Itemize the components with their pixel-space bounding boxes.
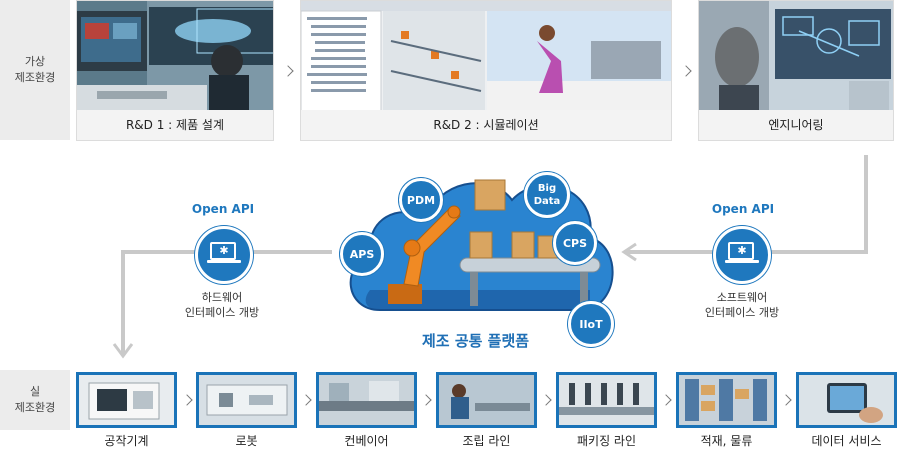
top-panel-engineering: 엔지니어링 <box>698 0 894 141</box>
pdm-badge: PDM <box>399 178 443 222</box>
bottom-item-packaging-line-label: 패키징 라인 <box>576 434 636 448</box>
engineer-cad-workstation-photo <box>77 1 273 113</box>
top-panel-simulation: R&D 2 : 시뮬레이션 <box>300 0 672 141</box>
robot-cell-photo <box>199 375 294 425</box>
laptop-gear-icon: ✱ <box>195 226 253 284</box>
top-panel-simulation-label: R&D 2 : 시뮬레이션 <box>301 110 671 140</box>
bottom-item-warehouse <box>676 372 777 428</box>
bottom-item-data-service <box>796 372 897 428</box>
real-row-label: 실 제조환경 <box>0 370 70 430</box>
bottom-item-assembly-line <box>436 372 537 428</box>
bottom-item-robot <box>196 372 297 428</box>
virtual-row-label-line2: 제조환경 <box>14 71 56 84</box>
real-row-label-line2: 제조환경 <box>14 401 56 414</box>
hardware-desc-line2: 인터페이스 개방 <box>184 306 260 319</box>
hardware-open-api-title: Open API <box>191 202 255 216</box>
bottom-item-assembly-line-label: 조립 라인 <box>462 434 511 448</box>
real-row-label-line1: 실 <box>29 385 41 398</box>
software-desc-line1: 소프트웨어 <box>716 291 768 304</box>
software-interface-desc: 소프트웨어 인터페이스 개방 <box>680 290 804 320</box>
top-panel-engineering-label: 엔지니어링 <box>699 110 893 140</box>
factory-simulation-screenshot <box>301 1 671 113</box>
bottom-item-conveyor-label: 컨베이어 <box>344 434 389 448</box>
virtual-row-label-line1: 가상 <box>24 55 46 68</box>
engineer-hologram-photo <box>699 1 893 113</box>
hardware-desc-line1: 하드웨어 <box>201 291 243 304</box>
top-panel-product-design-label: R&D 1 : 제품 설계 <box>77 110 273 140</box>
bottom-item-machine-tool <box>76 372 177 428</box>
virtual-row-label: 가상 제조환경 <box>0 0 70 140</box>
packaging-line-photo <box>559 375 654 425</box>
big-data-badge: Big Data <box>524 172 570 218</box>
software-desc-line2: 인터페이스 개방 <box>704 306 780 319</box>
platform-title: 제조 공통 플랫폼 <box>422 332 530 350</box>
top-panel-product-design: R&D 1 : 제품 설계 <box>76 0 274 141</box>
conveyor-photo <box>319 375 414 425</box>
bottom-item-machine-tool-label: 공작기계 <box>104 434 149 448</box>
bottom-item-data-service-label: 데이터 서비스 <box>811 434 882 448</box>
cps-badge: CPS <box>553 221 597 265</box>
iiot-badge: IIoT <box>568 301 614 347</box>
aps-badge: APS <box>340 232 384 276</box>
big-data-label: Big Data <box>533 183 561 207</box>
machine-tool-photo <box>79 375 174 425</box>
tablet-data-photo <box>799 375 894 425</box>
assembly-line-photo <box>439 375 534 425</box>
bottom-item-packaging-line <box>556 372 657 428</box>
bottom-item-conveyor <box>316 372 417 428</box>
hardware-interface-desc: 하드웨어 인터페이스 개방 <box>160 290 284 320</box>
bottom-item-warehouse-label: 적재, 물류 <box>700 434 753 448</box>
bottom-item-robot-label: 로봇 <box>235 434 258 448</box>
warehouse-photo <box>679 375 774 425</box>
laptop-gear-icon: ✱ <box>713 226 771 284</box>
software-open-api-title: Open API <box>711 202 775 216</box>
